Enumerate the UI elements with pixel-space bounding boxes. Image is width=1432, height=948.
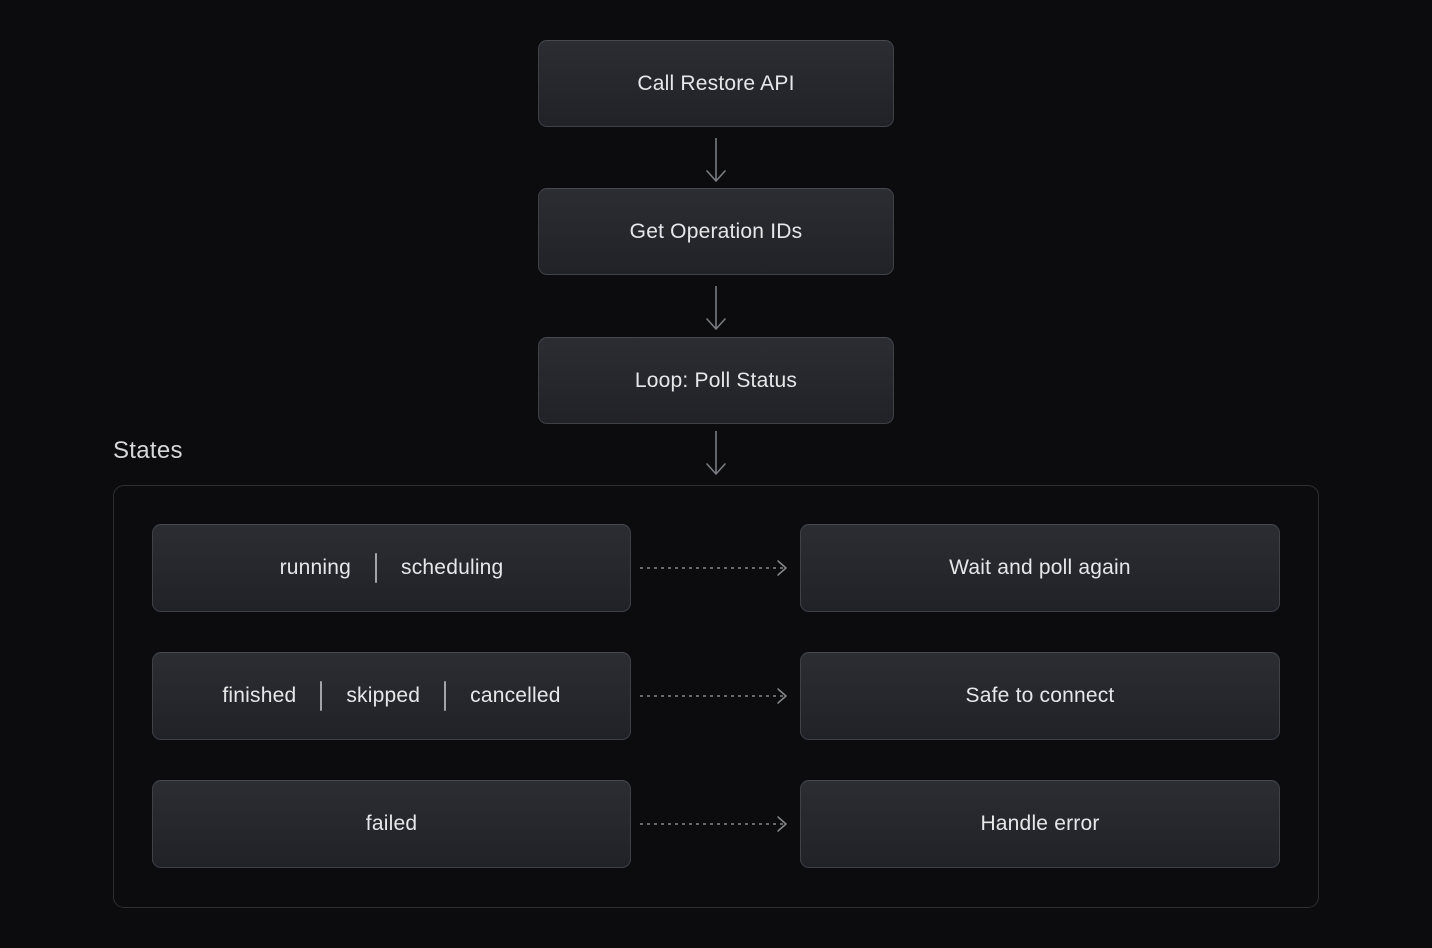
dashed-arrow-right-icon <box>640 559 796 577</box>
flow-node-label: Call Restore API <box>637 71 795 95</box>
state-label: running <box>279 556 352 579</box>
action-label: Wait and poll again <box>949 556 1131 579</box>
state-label: skipped <box>346 684 421 707</box>
state-label-group: running scheduling <box>280 553 504 583</box>
dashed-arrow-right-icon <box>640 815 796 833</box>
action-node-wait-and-poll-again: Wait and poll again <box>800 524 1280 612</box>
state-label-group: failed <box>366 812 417 836</box>
state-label: cancelled <box>470 684 561 707</box>
action-label: Safe to connect <box>965 684 1115 707</box>
arrow-down-icon <box>703 285 729 333</box>
state-node-failed: failed <box>152 780 631 868</box>
flow-node-call-restore-api: Call Restore API <box>538 40 894 127</box>
state-label: failed <box>365 812 418 835</box>
states-section-title: States <box>113 437 183 464</box>
arrow-down-icon <box>703 137 729 185</box>
action-label: Handle error <box>980 812 1100 835</box>
flow-node-label: Get Operation IDs <box>629 219 803 243</box>
flow-node-get-operation-ids: Get Operation IDs <box>538 188 894 275</box>
flow-node-label: Loop: Poll Status <box>634 368 798 392</box>
divider <box>320 681 323 711</box>
state-node-finished-skipped-cancelled: finished skipped cancelled <box>152 652 631 740</box>
action-node-handle-error: Handle error <box>800 780 1280 868</box>
state-node-running-scheduling: running scheduling <box>152 524 631 612</box>
state-label-group: finished skipped cancelled <box>222 681 560 711</box>
flow-node-loop-poll-status: Loop: Poll Status <box>538 337 894 424</box>
state-label: finished <box>222 684 297 707</box>
divider <box>375 553 378 583</box>
divider <box>444 681 447 711</box>
action-node-safe-to-connect: Safe to connect <box>800 652 1280 740</box>
state-label: scheduling <box>401 556 504 579</box>
states-container <box>113 485 1319 908</box>
dashed-arrow-right-icon <box>640 687 796 705</box>
arrow-down-icon <box>703 430 729 478</box>
